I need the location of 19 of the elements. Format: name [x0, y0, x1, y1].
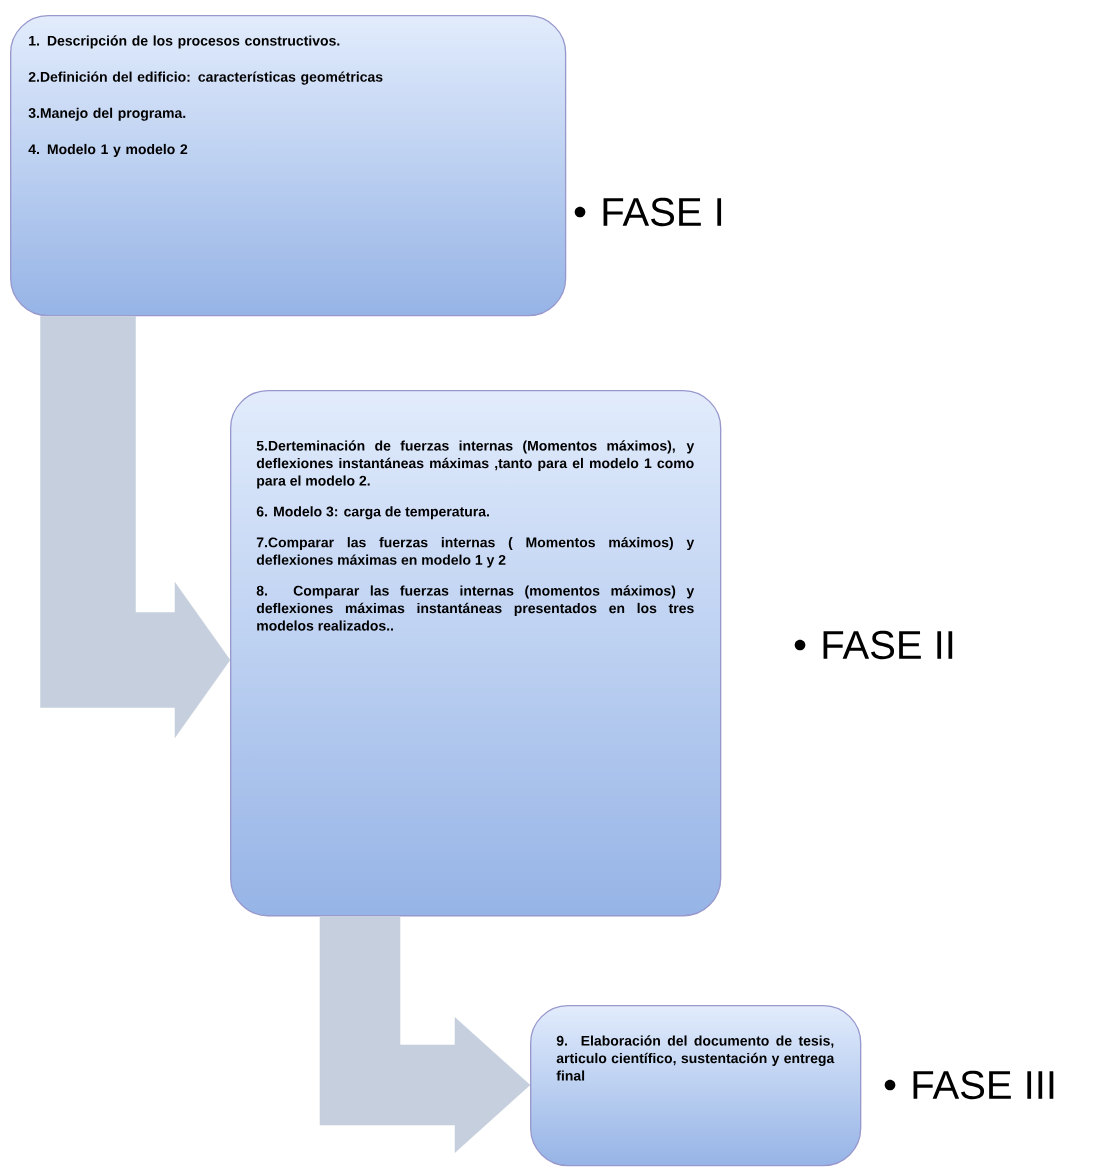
- node-label: 5.Derteminación de fuerzas internas (Momentos máximos), y deflexiones instantáneas máximas ,tanto para el modelo 1 como para el modelo 2.: [256, 440, 695, 489]
- step-list: 1. Descripción de los procesos constructivos. 2.Definición del edificio: características geométricas 3.Manejo del programa. 4. Modelo 1 y modelo 2: [28, 35, 383, 157]
- step-list: 5.Derteminación de fuerzas internas (Momentos máximos), y deflexiones instantáneas máximas ,tanto para el modelo 1 como para el modelo 2. 6. Modelo 3: carga de temperatura. 7.Comparar las fuerzas internas ( Momentos máximos) y deflexiones máximas en modelo 1 y 2 8. Comparar las fuerzas internas (momentos máximos) y deflexiones máximas instantáneas presentados en los tres modelos realizados..: [256, 440, 695, 631]
- node-label: 8. Comparar las fuerzas internas (momentos máximos) y deflexiones máximas instantáneas presentados en los tres modelos realizados..: [256, 585, 695, 631]
- block-arrow: [319, 916, 531, 1153]
- node-label: 4. Modelo 1 y modelo 2: [28, 143, 188, 157]
- node-label: 6. Modelo 3: carga de temperatura.: [256, 506, 489, 520]
- step-list: 9. Elaboración del documento de tesis, articulo científico, sustentación y entrega final: [556, 1035, 835, 1081]
- process-box: [530, 1005, 862, 1167]
- block-arrow: [40, 316, 231, 738]
- process-box: [230, 390, 722, 917]
- node-label: 1. Descripción de los procesos constructivos.: [29, 35, 340, 49]
- phase-label: FASE I: [603, 197, 722, 227]
- phase-label: FASE II: [823, 630, 953, 660]
- process-box: [10, 15, 567, 317]
- phase-label: FASE III: [913, 1070, 1054, 1100]
- node-label: 7.Comparar las fuerzas internas ( Momentos máximos) y deflexiones máximas en modelo 1 y 2: [256, 536, 695, 568]
- node-label: 2.Definición del edificio: características geométricas: [28, 71, 383, 85]
- node-label: 3.Manejo del programa.: [28, 107, 186, 121]
